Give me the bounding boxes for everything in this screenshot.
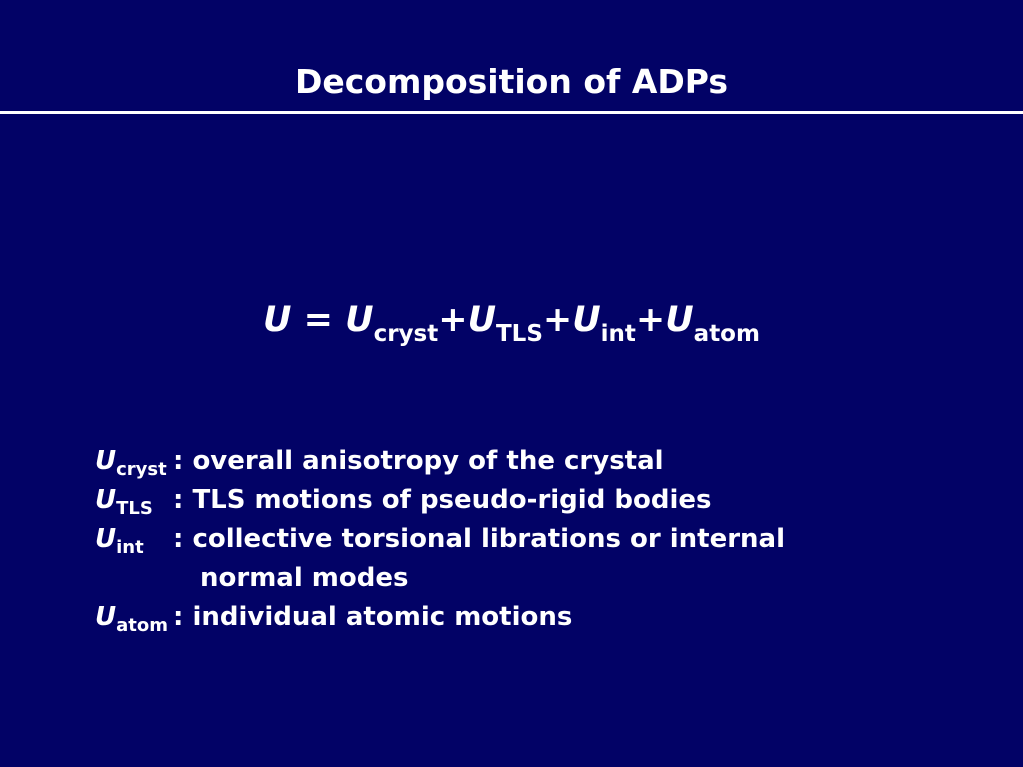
equation-term-atom-subscript: atom xyxy=(693,321,760,347)
symbol-subscript: TLS xyxy=(116,498,153,519)
symbol-letter: U xyxy=(95,485,117,515)
equation-term-int-subscript: int xyxy=(600,321,636,347)
equation-term-cryst-symbol: U xyxy=(345,300,374,340)
symbol-subscript: cryst xyxy=(116,459,167,480)
definition-text: : overall anisotropy of the crystal xyxy=(173,446,664,476)
equation-equals: = xyxy=(291,300,346,340)
symbol-subscript: atom xyxy=(116,615,168,636)
equation-term-tls-subscript: TLS xyxy=(495,321,543,347)
title-divider xyxy=(0,111,1023,114)
symbol-letter: U xyxy=(95,446,117,476)
definition-text: : collective torsional librations or int… xyxy=(173,524,786,554)
symbol-subscript: int xyxy=(116,537,144,558)
equation-term-int-symbol: U xyxy=(572,300,601,340)
adp-equation: U = Ucryst+UTLS+Uint+Uatom xyxy=(0,300,1023,347)
symbol-letter: U xyxy=(95,602,117,632)
equation-term-cryst-subscript: cryst xyxy=(373,321,439,347)
definition-symbol: Ucryst xyxy=(95,446,167,480)
definition-text: : TLS motions of pseudo-rigid bodies xyxy=(173,485,712,515)
slide-title: Decomposition of ADPs xyxy=(294,62,729,101)
definition-symbol: UTLS xyxy=(95,485,153,519)
equation-lhs: U xyxy=(263,300,292,340)
definition-symbol: Uint xyxy=(95,524,144,558)
equation-plus: + xyxy=(635,300,666,340)
equation-plus: + xyxy=(438,300,468,340)
equation-term-atom-symbol: U xyxy=(665,300,694,340)
equation-term-tls-symbol: U xyxy=(467,300,496,340)
equation-plus: + xyxy=(542,300,573,340)
symbol-letter: U xyxy=(95,524,117,554)
definition-text-continuation: normal modes xyxy=(200,563,409,593)
definition-text: : individual atomic motions xyxy=(173,602,573,632)
definition-symbol: Uatom xyxy=(95,602,168,636)
